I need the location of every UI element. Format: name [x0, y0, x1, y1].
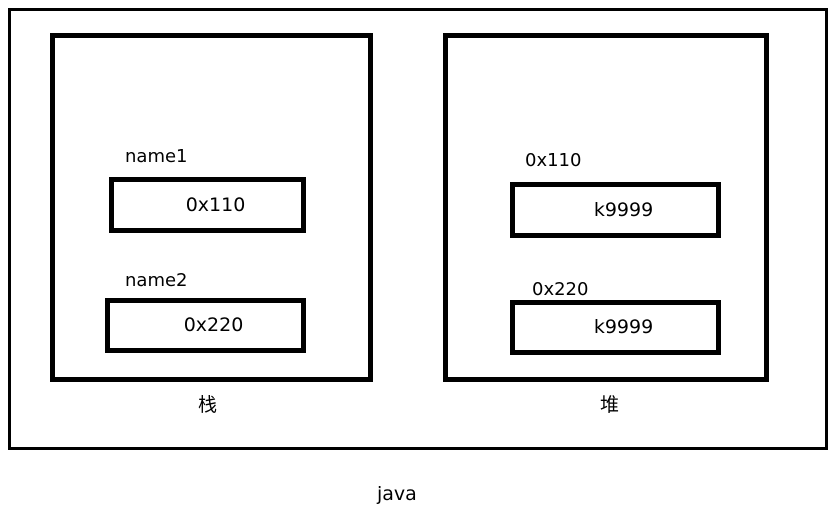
stack-slot-1-value: 0x110 — [185, 193, 246, 216]
stack-region-caption: 栈 — [198, 394, 218, 416]
heap-slot-2-value: k9999 — [593, 316, 654, 338]
stack-slot-1-cell: 0x110 — [109, 177, 306, 233]
stack-slot-1-label: name1 — [125, 146, 188, 167]
heap-slot-2-cell: k9999 — [510, 300, 721, 355]
stack-slot-2-cell: 0x220 — [105, 298, 306, 353]
heap-slot-1-label: 0x110 — [525, 150, 582, 171]
heap-slot-1-value: k9999 — [593, 198, 654, 221]
heap-slot-1-cell: k9999 — [510, 182, 721, 238]
stack-slot-2-label: name2 — [125, 270, 188, 291]
heap-slot-2-label: 0x220 — [532, 279, 589, 300]
figure-caption: java — [377, 483, 417, 505]
heap-region-caption: 堆 — [600, 394, 620, 416]
stack-slot-2-value: 0x220 — [183, 314, 244, 336]
